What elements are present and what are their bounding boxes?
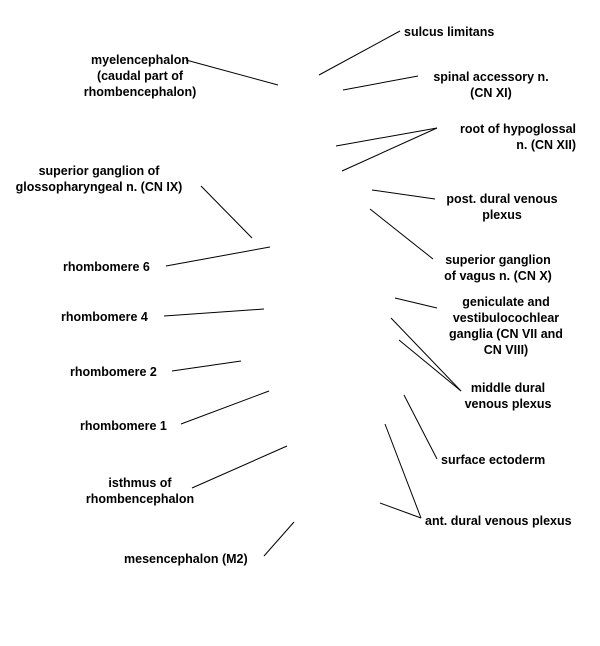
leader-myelencephalon xyxy=(185,59,279,86)
label-rhombomere-4: rhombomere 4 xyxy=(61,310,148,324)
label-mesencephalon: mesencephalon (M2) xyxy=(124,552,248,566)
leader-spinal-accessory xyxy=(342,75,419,91)
label-rhombomere-1: rhombomere 1 xyxy=(80,419,167,433)
label-geniculate: geniculate and vestibulocochlear ganglia… xyxy=(449,295,563,357)
leader-sulcus-limitans xyxy=(318,30,401,76)
label-middle-dural: middle dural venous plexus xyxy=(464,381,552,411)
leader-superior-ganglion-vagus xyxy=(369,208,434,260)
leader-post-dural xyxy=(371,189,436,200)
leader-rhombomere-6 xyxy=(165,246,271,267)
leader-rhombomere-2 xyxy=(171,360,242,372)
leader-isthmus xyxy=(191,445,288,489)
leader-geniculate xyxy=(394,297,438,309)
leader-mesencephalon xyxy=(263,521,295,557)
leader-middle-dural-2 xyxy=(398,339,462,392)
label-root-hypoglossal: root of hypoglossal n. (CN XII) xyxy=(460,122,576,152)
label-rhombomere-2: rhombomere 2 xyxy=(70,365,157,379)
label-ant-dural: ant. dural venous plexus xyxy=(425,514,572,528)
leader-rhombomere-4 xyxy=(163,308,265,317)
label-sulcus-limitans: sulcus limitans xyxy=(404,25,495,39)
leader-hypoglossal-2 xyxy=(341,127,438,172)
label-isthmus: isthmus of rhombencephalon xyxy=(85,476,195,506)
label-myelencephalon: myelencephalon (caudal part of rhombence… xyxy=(83,53,197,99)
leader-superior-ganglion-glosso xyxy=(200,185,253,239)
label-post-dural: post. dural venous plexus xyxy=(446,192,558,222)
leader-hypoglossal-1 xyxy=(335,127,438,147)
leader-surface-ectoderm xyxy=(403,394,438,460)
leader-ant-dural-1 xyxy=(384,423,422,519)
leader-middle-dural-1 xyxy=(390,317,462,392)
label-superior-ganglion-vagus: superior ganglion of vagus n. (CN X) xyxy=(444,253,552,283)
label-rhombomere-6: rhombomere 6 xyxy=(63,260,150,274)
label-surface-ectoderm: surface ectoderm xyxy=(441,453,546,467)
label-superior-ganglion-glosso: superior ganglion of glossopharyngeal n.… xyxy=(15,164,183,194)
label-spinal-accessory: spinal accessory n. (CN XI) xyxy=(433,70,549,100)
leader-ant-dural-2 xyxy=(379,502,422,519)
leader-rhombomere-1 xyxy=(180,390,270,425)
